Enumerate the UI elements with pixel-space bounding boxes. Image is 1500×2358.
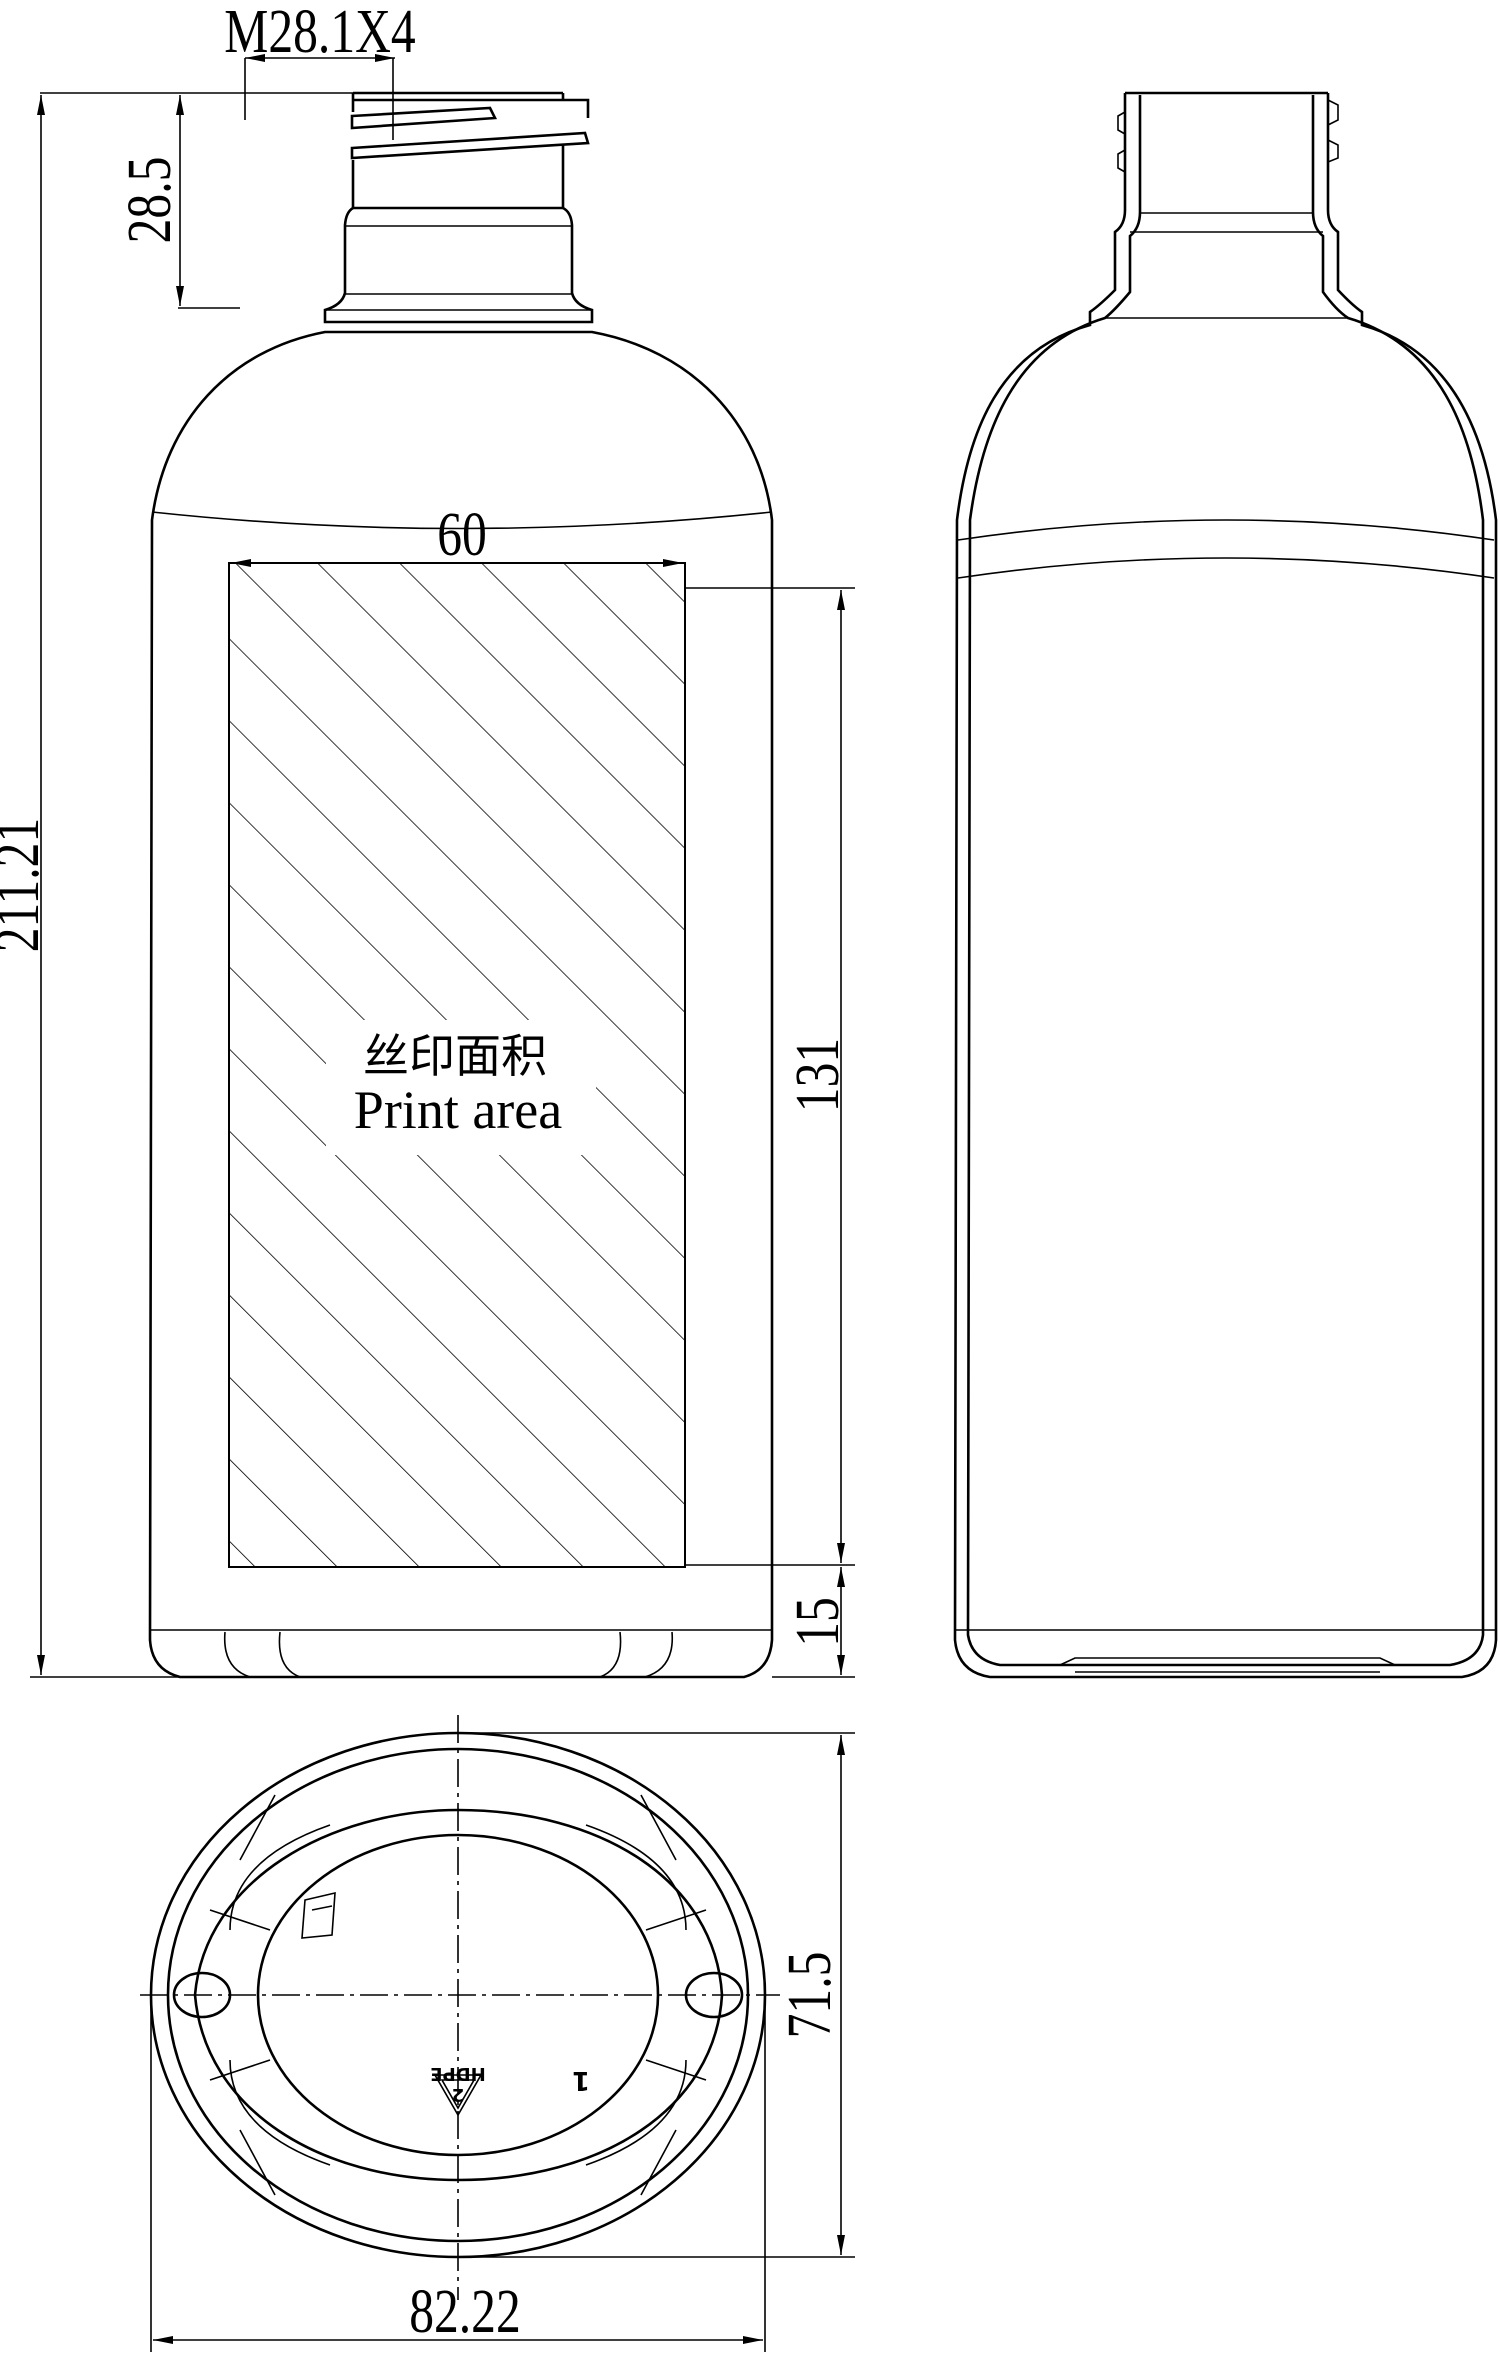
print-area-label-en: Print area — [354, 1080, 562, 1140]
base-width-label: 82.22 — [409, 2278, 521, 2346]
neck-height-label: 28.5 — [116, 157, 184, 244]
dimension-thread: M28.1X4 — [224, 0, 416, 140]
dimension-print-width: 60 — [231, 501, 683, 569]
cavity-number-label: 1 — [572, 2065, 590, 2095]
dimension-base-width: 82.22 — [150, 1995, 766, 2352]
section-view — [953, 91, 1498, 1679]
bottle-body-outline — [148, 330, 774, 1679]
dimension-base-depth: 71.5 — [458, 1732, 855, 2258]
dimension-neck-height: 28.5 — [40, 92, 520, 309]
print-area-label-cn: 丝印面积 — [363, 1029, 547, 1083]
material-label: HDPE — [430, 2063, 486, 2084]
print-height-label: 131 — [784, 1038, 852, 1112]
base-depth-label: 71.5 — [776, 1952, 844, 2039]
print-width-label: 60 — [437, 501, 487, 569]
dimension-total-height: 211.21 — [0, 95, 180, 1678]
dimension-bottom-offset: 15 — [772, 1567, 855, 1678]
thread-dimension-label: M28.1X4 — [224, 0, 415, 66]
bottom-offset-label: 15 — [784, 1597, 852, 1647]
print-area-label-bg — [326, 1020, 596, 1155]
recycle-symbol-icon: 2 HDPE — [430, 2063, 486, 2117]
recycle-code-label: 2 — [452, 2084, 465, 2105]
front-view: 丝印面积 Print area — [148, 91, 774, 1679]
dimension-print-height: 131 — [685, 587, 855, 1566]
total-height-label: 211.21 — [0, 818, 52, 953]
base-view: 2 HDPE 1 — [140, 1715, 780, 2300]
neck-finish — [323, 91, 594, 324]
